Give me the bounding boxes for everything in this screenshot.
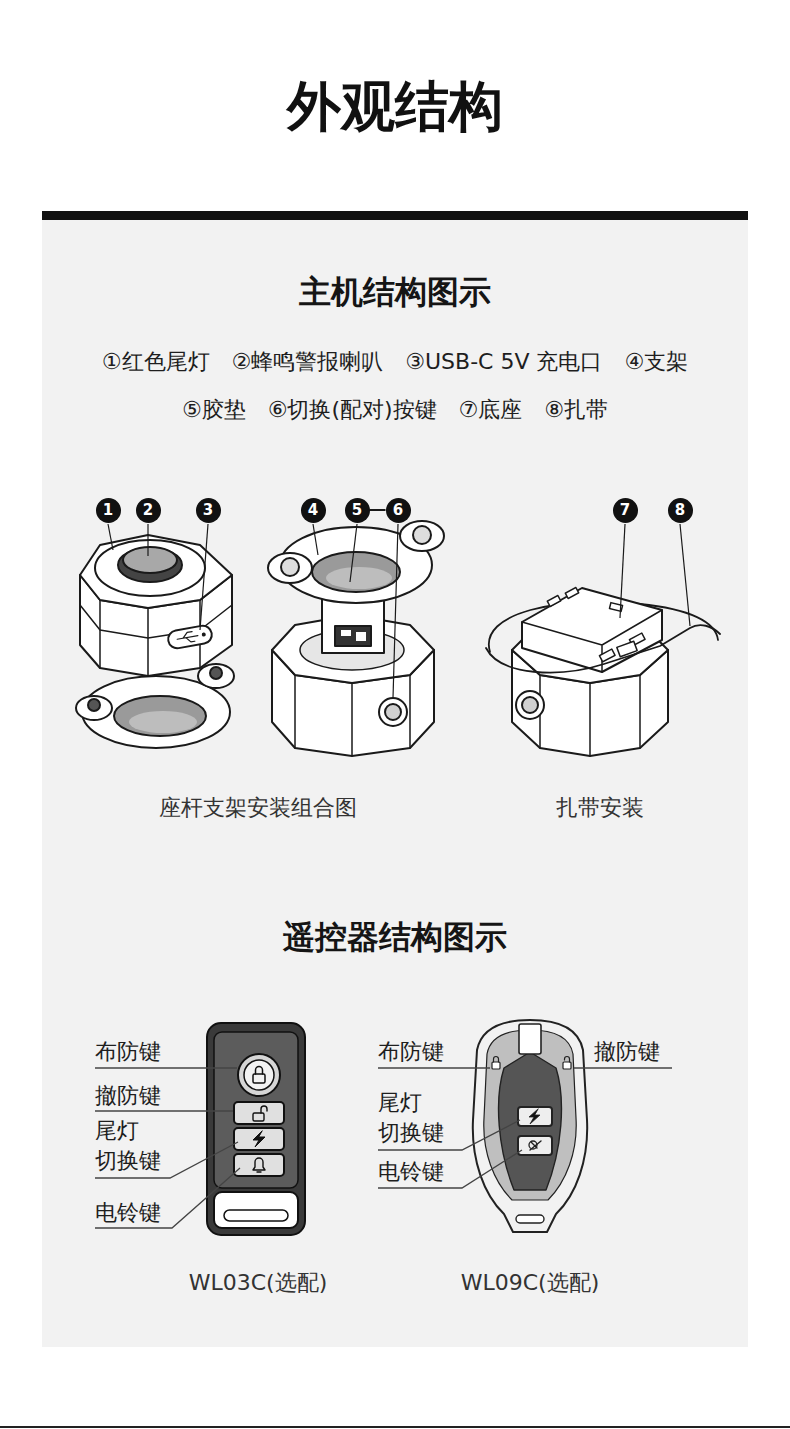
callout-digit: 7 — [620, 498, 630, 523]
figure-caption: 扎带安装 — [350, 794, 790, 822]
label-wrap: WL09C(选配) — [280, 1269, 780, 1297]
parts-list-row: ⑤胶垫 ⑥切换(配对)按键 ⑦底座 ⑧扎带 — [0, 396, 790, 424]
label-wrap: 电铃键 — [378, 1158, 444, 1186]
remote-one — [207, 1023, 305, 1235]
callout-number: 4 — [301, 498, 326, 523]
button-label: 撤防键 — [95, 1082, 161, 1110]
part-name: ⑤胶垫 — [182, 396, 246, 424]
remote-two-leaders — [378, 1068, 672, 1188]
section-heading: 遥控器结构图示 — [145, 917, 645, 957]
model-name: WL09C(选配) — [280, 1269, 780, 1297]
callout-digit: 4 — [308, 498, 318, 523]
label-wrap: 撤防键 — [594, 1038, 660, 1066]
title-wrap: 外观结构 — [0, 72, 790, 142]
callout-number: 8 — [668, 498, 693, 523]
label-wrap: 扎带安装 — [350, 794, 790, 822]
button-label: 布防键 — [378, 1038, 444, 1066]
label-wrap: 遥控器结构图示 — [145, 917, 645, 957]
callout-digit: 2 — [143, 498, 153, 523]
label-wrap: 撤防键 — [95, 1082, 161, 1110]
device-one — [76, 535, 234, 748]
page-title: 外观结构 — [0, 72, 790, 142]
header-bar — [42, 211, 748, 220]
button-label: 尾灯 切换键 — [378, 1088, 458, 1148]
label-wrap: 布防键 — [378, 1038, 444, 1066]
remote-one-leaders — [95, 1068, 240, 1228]
callout-digit: 5 — [352, 498, 362, 523]
callout-digit: 8 — [675, 498, 685, 523]
device-two — [268, 521, 444, 756]
label-wrap: WL03C(选配) — [8, 1269, 508, 1297]
parts-list-row: ①红色尾灯 ②蜂鸣警报喇叭 ③USB-C 5V 充电口 ④支架 — [0, 348, 790, 376]
part-name: ⑥切换(配对)按键 — [268, 396, 437, 424]
button-label: 电铃键 — [95, 1199, 161, 1227]
callout-digit: 3 — [203, 498, 213, 523]
label-wrap: 尾灯 切换键 — [95, 1116, 175, 1176]
button-label: 撤防键 — [594, 1038, 660, 1066]
label-wrap: 座杆支架安装组合图 — [8, 794, 508, 822]
label-wrap: 布防键 — [95, 1038, 161, 1066]
leader-lines — [108, 524, 690, 698]
model-name: WL03C(选配) — [8, 1269, 508, 1297]
part-name: ④支架 — [624, 348, 688, 376]
part-name: ②蜂鸣警报喇叭 — [232, 348, 384, 376]
callout-number: 2 — [136, 498, 161, 523]
button-label: 电铃键 — [378, 1158, 444, 1186]
part-name: ③USB-C 5V 充电口 — [405, 348, 602, 376]
callout-number: 7 — [613, 498, 638, 523]
callout-digit: 1 — [103, 498, 113, 523]
button-label: 尾灯 切换键 — [95, 1116, 175, 1176]
part-name: ⑧扎带 — [544, 396, 608, 424]
callout-number: 3 — [196, 498, 221, 523]
label-wrap: 主机结构图示 — [145, 272, 645, 312]
callout-connector — [370, 509, 386, 511]
part-name: ①红色尾灯 — [102, 348, 210, 376]
remote-two — [473, 1020, 587, 1232]
label-wrap: 尾灯 切换键 — [378, 1088, 458, 1148]
callout-digit: 6 — [393, 498, 403, 523]
figure-caption: 座杆支架安装组合图 — [8, 794, 508, 822]
label-wrap: 电铃键 — [95, 1199, 161, 1227]
callout-number: 5 — [345, 498, 370, 523]
section-heading: 主机结构图示 — [145, 272, 645, 312]
callout-number: 6 — [386, 498, 411, 523]
bottom-rule — [0, 1426, 790, 1428]
callout-number: 1 — [96, 498, 121, 523]
device-three — [486, 588, 720, 756]
part-name: ⑦底座 — [459, 396, 523, 424]
button-label: 布防键 — [95, 1038, 161, 1066]
